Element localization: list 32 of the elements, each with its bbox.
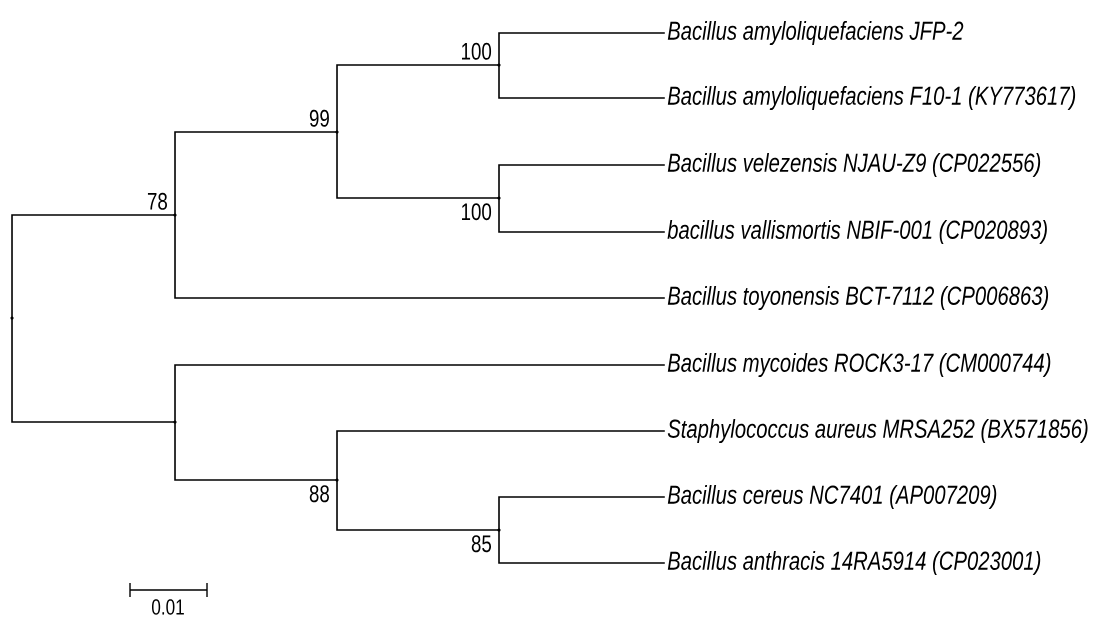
tree-branch bbox=[498, 64, 665, 99]
bootstrap-value: 78 bbox=[147, 192, 167, 210]
scale-label: 0.01 bbox=[152, 599, 184, 615]
species-label: Bacillus toyonensis BCT-7112 (CP006863) bbox=[667, 285, 1049, 311]
species-label: Staphylococcus aureus MRSA252 (BX571856) bbox=[667, 418, 1088, 444]
tree-branch bbox=[336, 479, 500, 531]
tree-branch bbox=[498, 496, 665, 531]
tree-branch bbox=[174, 364, 665, 423]
tree-branch bbox=[498, 529, 665, 564]
species-label: Bacillus amyloliquefaciens JFP-2 bbox=[667, 20, 964, 46]
tree-branch bbox=[174, 421, 338, 481]
tree-branch bbox=[11, 317, 176, 423]
species-label: Bacillus amyloliquefaciens F10-1 (KY773617) bbox=[667, 85, 1076, 111]
tree-branch bbox=[498, 197, 665, 233]
bootstrap-value: 88 bbox=[309, 485, 329, 503]
bootstrap-value: 99 bbox=[309, 109, 329, 127]
species-label: Bacillus anthracis 14RA5914 (CP023001) bbox=[667, 550, 1041, 576]
tree-branch bbox=[498, 164, 665, 199]
bootstrap-value: 100 bbox=[462, 42, 492, 60]
species-label: Bacillus mycoides ROCK3-17 (CM000744) bbox=[667, 352, 1051, 378]
tree-branch bbox=[336, 131, 500, 199]
tree-branch bbox=[174, 214, 665, 299]
tree-branch bbox=[174, 131, 338, 216]
bootstrap-value: 100 bbox=[462, 203, 492, 221]
bootstrap-value: 85 bbox=[471, 535, 491, 553]
tree-branch bbox=[11, 214, 176, 319]
species-label: bacillus vallismortis NBIF-001 (CP020893) bbox=[667, 219, 1047, 245]
species-label: Bacillus velezensis NJAU-Z9 (CP022556) bbox=[667, 152, 1041, 178]
tree-branch bbox=[336, 430, 665, 481]
tree-branch bbox=[498, 32, 665, 66]
tree-branch bbox=[336, 64, 500, 133]
species-label: Bacillus cereus NC7401 (AP007209) bbox=[667, 484, 997, 510]
